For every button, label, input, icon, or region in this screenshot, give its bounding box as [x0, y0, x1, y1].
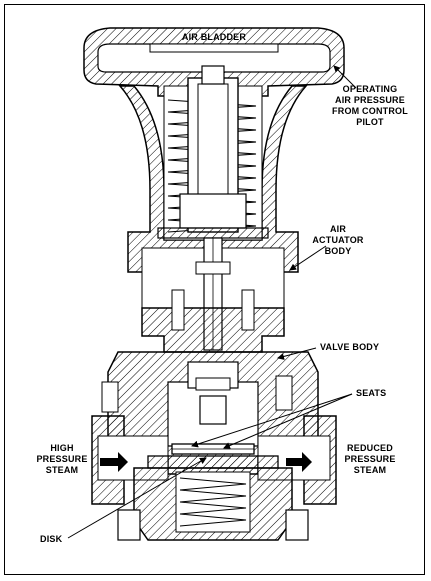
- svg-text:STEAM: STEAM: [354, 465, 387, 475]
- svg-text:HIGH: HIGH: [50, 443, 73, 453]
- leader-lines: [67, 65, 357, 539]
- label-disk: DISK: [40, 534, 63, 544]
- svg-text:OPERATING: OPERATING: [343, 84, 398, 94]
- svg-text:STEAM: STEAM: [46, 465, 79, 475]
- label-air-bladder: AIR BLADDER: [182, 32, 246, 42]
- svg-text:BODY: BODY: [325, 246, 352, 256]
- label-valve-body: VALVE BODY: [320, 342, 379, 352]
- seat-and-disk: [147, 443, 279, 469]
- svg-text:PILOT: PILOT: [356, 117, 384, 127]
- inlet-flow-arrow: [100, 452, 128, 472]
- svg-text:FROM CONTROL: FROM CONTROL: [332, 106, 408, 116]
- actuator-cap: [83, 27, 345, 97]
- svg-text:PRESSURE: PRESSURE: [344, 454, 395, 464]
- svg-text:REDUCED: REDUCED: [347, 443, 393, 453]
- label-reduced-pressure-steam: REDUCED PRESSURE STEAM: [344, 443, 395, 475]
- label-high-pressure-steam: HIGH PRESSURE STEAM: [36, 443, 87, 475]
- svg-text:AIR: AIR: [330, 224, 346, 234]
- label-seats: SEATS: [356, 388, 386, 398]
- svg-text:AIR PRESSURE: AIR PRESSURE: [335, 95, 405, 105]
- lower-body: [117, 467, 309, 541]
- label-operating-air-pressure: OPERATING AIR PRESSURE FROM CONTROL PILO…: [332, 84, 408, 127]
- svg-text:ACTUATOR: ACTUATOR: [312, 235, 364, 245]
- svg-text:PRESSURE: PRESSURE: [36, 454, 87, 464]
- label-air-actuator-body: AIR ACTUATOR BODY: [312, 224, 364, 256]
- outlet-flow-arrow: [286, 452, 312, 472]
